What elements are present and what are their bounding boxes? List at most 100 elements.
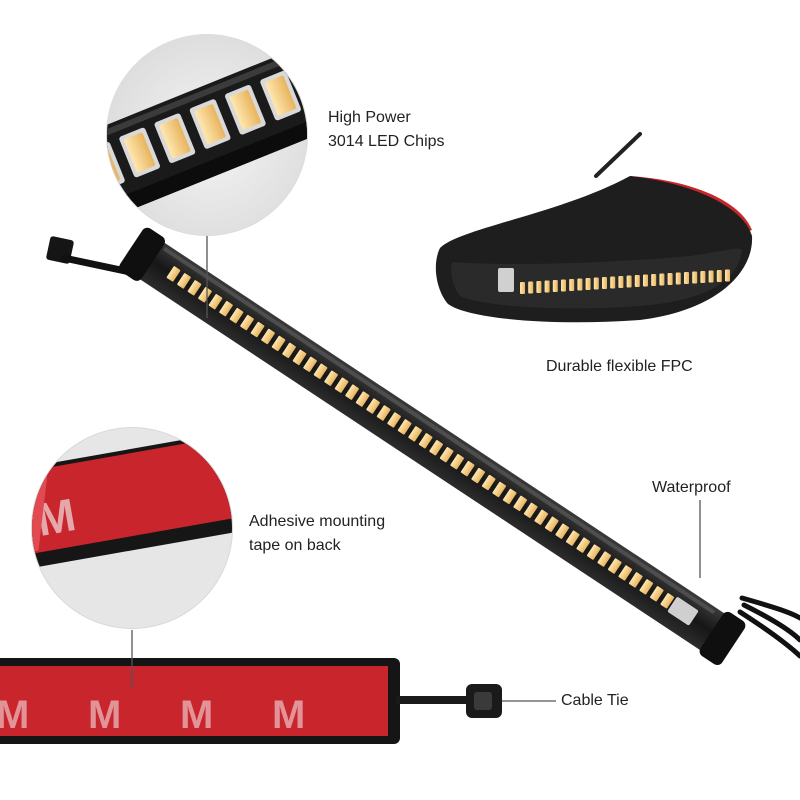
callout-adhesive-tape: Adhesive mounting tape on back: [249, 510, 385, 558]
flex-led-chip: [528, 281, 534, 294]
leader-lines: [131, 236, 701, 702]
zoom-circle-led-chips: [106, 34, 308, 236]
flex-led-chips: [520, 269, 730, 294]
callout-cable-tie-text: Cable Tie: [561, 692, 629, 709]
flex-led-chip: [626, 275, 632, 288]
led-chip: [177, 273, 191, 289]
led-chip: [219, 301, 233, 317]
flex-led-chip: [618, 276, 624, 288]
flex-led-chip: [593, 277, 599, 290]
flex-led-chip: [667, 273, 673, 285]
led-chip: [618, 565, 633, 581]
flex-led-chip: [544, 280, 550, 293]
led-chip: [355, 391, 370, 407]
led-chip: [303, 356, 317, 372]
callout-adhesive-tape-line1: Adhesive mounting: [249, 513, 386, 530]
wire-bundle: [737, 595, 800, 659]
zoom-led-chip: [260, 70, 301, 121]
flex-led-chip: [520, 282, 525, 294]
led-chip: [292, 349, 307, 366]
led-chip: [345, 384, 359, 400]
end-cap-right: [699, 611, 746, 666]
led-chip: [523, 502, 538, 519]
led-chip: [261, 328, 275, 345]
tape-mark: M: [0, 693, 29, 737]
flex-led-chip: [577, 278, 583, 291]
flex-led-chip: [651, 274, 657, 286]
strip-highlight: [163, 247, 715, 614]
led-chip: [660, 593, 675, 609]
led-chip: [282, 342, 296, 359]
callout-led-chips-line1: High Power: [328, 109, 411, 126]
led-chip: [513, 495, 528, 512]
led-chip: [429, 440, 443, 456]
led-chip: [650, 586, 664, 602]
led-chip: [187, 280, 202, 296]
flex-led-chip: [708, 270, 714, 283]
led-chip: [250, 321, 265, 338]
flex-led-chip: [602, 277, 607, 289]
end-cap-left: [119, 227, 165, 281]
flex-led-chip: [716, 270, 722, 282]
led-chip: [534, 509, 549, 525]
flexible-strip-curve: [435, 132, 753, 323]
flex-led-chip: [561, 279, 566, 292]
callout-adhesive-tape-line2: tape on back: [249, 537, 341, 554]
led-chip: [387, 412, 401, 428]
flex-led-chip: [634, 275, 640, 287]
flex-led-chip: [684, 272, 689, 284]
led-chip: [565, 530, 580, 546]
callout-waterproof: Waterproof: [652, 476, 731, 500]
tape-mark: M: [88, 693, 121, 737]
zoom-led-chip: [189, 99, 231, 149]
tape-mark: M: [272, 693, 305, 737]
led-chip: [366, 398, 380, 414]
led-chip: [450, 454, 464, 470]
zoom-led-chip: [225, 85, 266, 135]
led-chip: [271, 335, 286, 352]
zoom-circle-adhesive-tape: M: [31, 427, 233, 629]
flex-led-chip: [536, 281, 542, 293]
led-chip: [313, 363, 328, 379]
adhesive-tape: [0, 666, 388, 736]
led-chip: [471, 467, 486, 484]
led-chip: [397, 419, 412, 435]
callout-flexible-fpc: Durable flexible FPC: [546, 355, 693, 379]
flex-led-chip: [643, 274, 648, 287]
led-chip: [607, 558, 622, 574]
led-chip: [334, 377, 349, 393]
led-chip: [586, 544, 601, 560]
led-chip: [576, 537, 591, 553]
led-chip: [639, 579, 654, 595]
led-chip: [555, 523, 570, 539]
led-chip: [208, 294, 223, 310]
led-chip: [198, 287, 212, 303]
zoom-led-chip: [119, 127, 160, 178]
flex-led-chip: [610, 276, 616, 289]
flex-led-chip: [692, 271, 698, 284]
led-chip: [376, 405, 391, 421]
callout-waterproof-text: Waterproof: [652, 479, 731, 496]
led-chip: [166, 266, 181, 282]
flex-led-chip: [725, 269, 730, 282]
led-chip: [628, 572, 643, 588]
led-chip-row: [166, 266, 675, 609]
led-chip: [502, 488, 517, 505]
led-chip: [544, 516, 559, 532]
led-chip: [439, 447, 454, 463]
flex-led-chip: [700, 271, 706, 283]
flex-led-chip: [569, 279, 575, 291]
led-chip: [492, 481, 507, 498]
flex-led-chip: [675, 272, 681, 285]
connector-pads: [667, 597, 699, 626]
zoom-led-chip: [154, 113, 196, 164]
callout-flexible-fpc-text: Durable flexible FPC: [546, 358, 693, 375]
led-chip: [481, 474, 496, 491]
led-chip: [408, 426, 422, 442]
led-chip: [418, 433, 433, 449]
tape-mark: M: [180, 693, 213, 737]
callout-led-chips: High Power 3014 LED Chips: [328, 106, 445, 154]
